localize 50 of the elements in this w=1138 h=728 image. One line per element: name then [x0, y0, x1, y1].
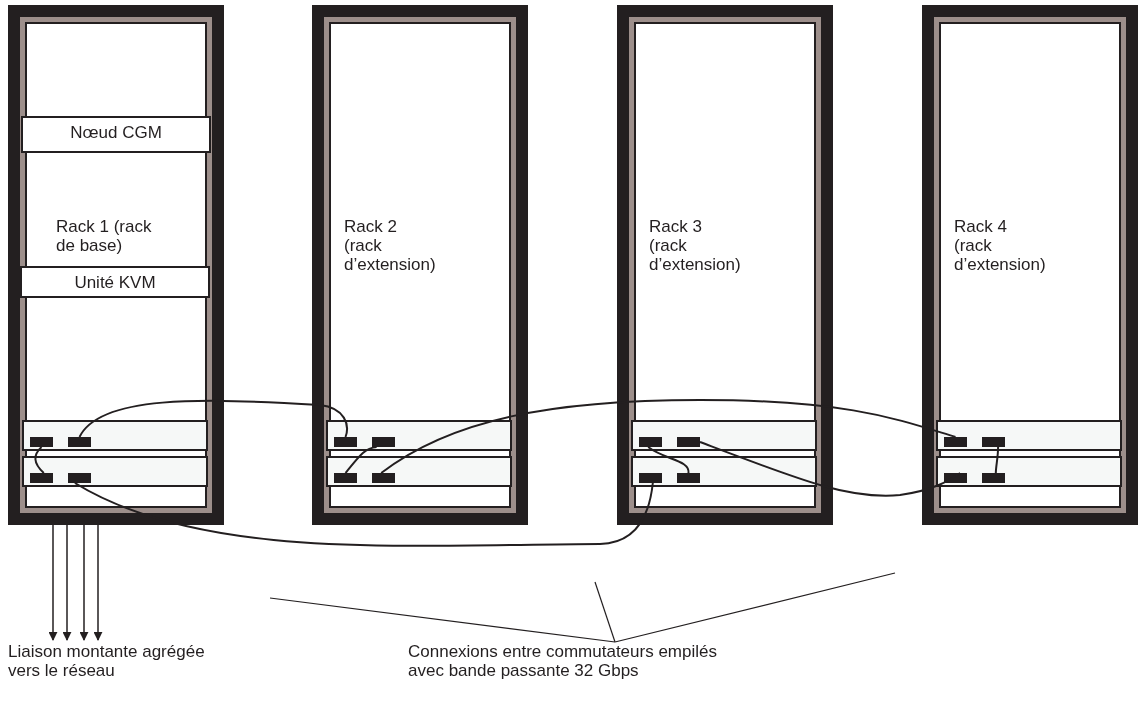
cable-line: [994, 446, 1000, 474]
rack-cabinet: [312, 5, 528, 525]
cable-line: [647, 446, 690, 474]
rack-cabinet: [922, 5, 1138, 525]
switch-box: [22, 420, 208, 451]
rack-label: Rack 2 (rack d’extension): [344, 217, 437, 274]
arrow: [93, 524, 103, 641]
switch-box: [631, 420, 817, 451]
port-block: [68, 437, 91, 447]
rack-label: Rack 1 (rack de base): [56, 217, 153, 255]
switch-box: [22, 456, 208, 487]
port-block: [68, 473, 91, 483]
rack-label: Rack 4 (rack d’extension): [954, 217, 1047, 274]
rack-cabinet: [8, 5, 224, 525]
arrow: [48, 524, 58, 641]
port-block: [30, 473, 53, 483]
rack-label: Rack 3 (rack d’extension): [649, 217, 742, 274]
rack-cabinet: [617, 5, 833, 525]
cable-line: [78, 399, 348, 438]
port-block: [944, 437, 967, 447]
port-block: [30, 437, 53, 447]
unit-box: Unité KVM: [20, 266, 210, 298]
arrow: [79, 524, 89, 641]
port-block: [982, 437, 1005, 447]
caption-text: Liaison montante agrégée vers le réseau: [8, 642, 208, 682]
leader-line: [614, 572, 896, 643]
switch-box: [326, 456, 512, 487]
caption-text: Connexions entre commutateurs empilés avec bande passante 32 Gbps: [408, 642, 728, 686]
port-block: [677, 437, 700, 447]
switch-box: [326, 420, 512, 451]
port-block: [677, 473, 700, 483]
port-block: [639, 437, 662, 447]
port-block: [982, 473, 1005, 483]
cable-line: [344, 446, 378, 474]
port-block: [372, 437, 395, 447]
leader-line: [269, 597, 616, 643]
leader-line: [594, 581, 616, 643]
port-block: [639, 473, 662, 483]
switch-box: [631, 456, 817, 487]
unit-box: Nœud CGM: [21, 116, 211, 153]
arrow: [62, 524, 72, 641]
cable-line: [380, 399, 957, 474]
port-block: [334, 473, 357, 483]
switch-box: [936, 456, 1122, 487]
switch-box: [936, 420, 1122, 451]
cable-line: [699, 441, 962, 497]
port-block: [334, 437, 357, 447]
port-block: [944, 473, 967, 483]
port-block: [372, 473, 395, 483]
cable-line: [34, 446, 45, 474]
